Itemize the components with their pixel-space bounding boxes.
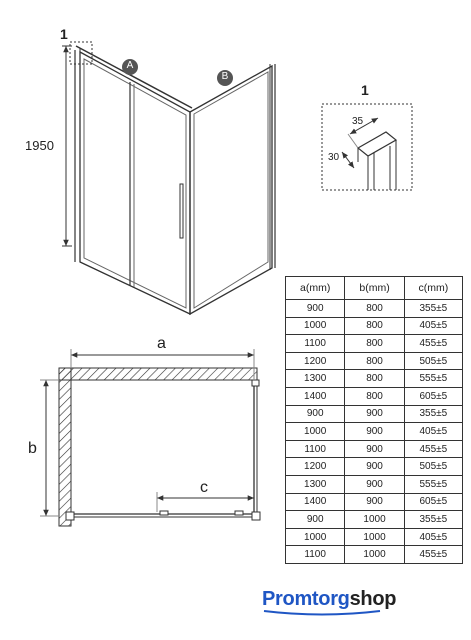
cell-c: 355±5 (403, 510, 464, 529)
cell-a: 1000 (284, 422, 346, 441)
side-panel-inner (193, 71, 269, 309)
brand-part-2: shop (349, 588, 397, 610)
cell-c: 455±5 (403, 439, 464, 459)
cell-a: 1200 (284, 457, 346, 476)
cell-b: 800 (344, 334, 405, 353)
brand-wordmark: Promtorgshop (262, 588, 396, 611)
cell-c: 455±5 (403, 545, 464, 564)
cell-b: 900 (344, 439, 405, 459)
detail-frame (321, 103, 413, 191)
plan-label-c: c (200, 479, 208, 496)
column-header: a(mm) (284, 276, 346, 300)
left-wall (58, 367, 72, 527)
cell-a: 900 (284, 299, 346, 318)
cell-b: 800 (344, 369, 405, 388)
detail-dim-35: 35 (352, 116, 364, 127)
cell-b: 800 (344, 299, 405, 318)
column-header: b(mm) (344, 276, 405, 300)
cell-a: 900 (284, 404, 346, 424)
cell-b: 900 (344, 457, 405, 476)
top-wall (58, 367, 258, 381)
cell-b: 1000 (344, 545, 405, 564)
cell-c: 405±5 (403, 527, 464, 547)
height-label: 1950 (25, 138, 54, 153)
panel-a-label: A (126, 60, 134, 71)
cell-b: 1000 (344, 510, 405, 529)
cell-a: 1100 (284, 545, 346, 564)
cell-c: 505±5 (403, 351, 464, 371)
brand-part-1: Promtorg (262, 588, 350, 610)
panel-b-label: B (221, 71, 229, 82)
cell-b: 900 (344, 422, 405, 441)
cell-c: 505±5 (403, 457, 464, 476)
swoosh-icon (263, 610, 381, 616)
panel-b-marker (217, 70, 233, 86)
detail-marker-label: 1 (60, 26, 68, 42)
panel-a-marker (122, 59, 138, 75)
top-rail (75, 45, 193, 109)
cell-a: 1100 (284, 439, 346, 459)
cell-b: 800 (344, 386, 405, 406)
detail-title: 1 (361, 82, 369, 98)
cell-b: 1000 (344, 527, 405, 547)
cell-a: 1200 (284, 351, 346, 371)
side-panel-frame (189, 64, 273, 316)
cell-c: 405±5 (403, 316, 464, 336)
cell-b: 900 (344, 492, 405, 512)
cell-b: 800 (344, 351, 405, 371)
cell-a: 1100 (284, 334, 346, 353)
plan-view (40, 349, 261, 527)
plan-label-a: a (157, 335, 166, 352)
cell-c: 555±5 (403, 369, 464, 388)
cell-a: 900 (284, 510, 346, 529)
cell-a: 1300 (284, 369, 346, 388)
cell-a: 1400 (284, 386, 346, 406)
cell-b: 900 (344, 474, 405, 494)
detail-view (321, 103, 413, 191)
door-handle (179, 183, 184, 239)
cell-a: 1000 (284, 316, 346, 336)
cell-c: 605±5 (403, 386, 464, 406)
cell-c: 555±5 (403, 474, 464, 494)
cell-c: 405±5 (403, 422, 464, 441)
cell-a: 1300 (284, 474, 346, 494)
cell-c: 355±5 (403, 299, 464, 318)
column-header: c(mm) (403, 276, 464, 300)
cell-c: 355±5 (403, 404, 464, 424)
table-header-row: a(mm) b(mm) c(mm) (284, 276, 464, 300)
cell-a: 1400 (284, 492, 346, 512)
cell-b: 800 (344, 316, 405, 336)
cell-c: 455±5 (403, 334, 464, 353)
cell-a: 1000 (284, 527, 346, 547)
front-panel-frame (79, 50, 191, 316)
perspective-view (62, 41, 276, 316)
detail-dim-30: 30 (328, 152, 340, 163)
brand-logo[interactable]: Promtorgshop (262, 584, 412, 624)
plan-label-b: b (28, 440, 37, 457)
cell-c: 605±5 (403, 492, 464, 512)
cell-b: 900 (344, 404, 405, 424)
detail-1-marker-box (69, 41, 93, 65)
front-panel-inner (83, 58, 187, 309)
